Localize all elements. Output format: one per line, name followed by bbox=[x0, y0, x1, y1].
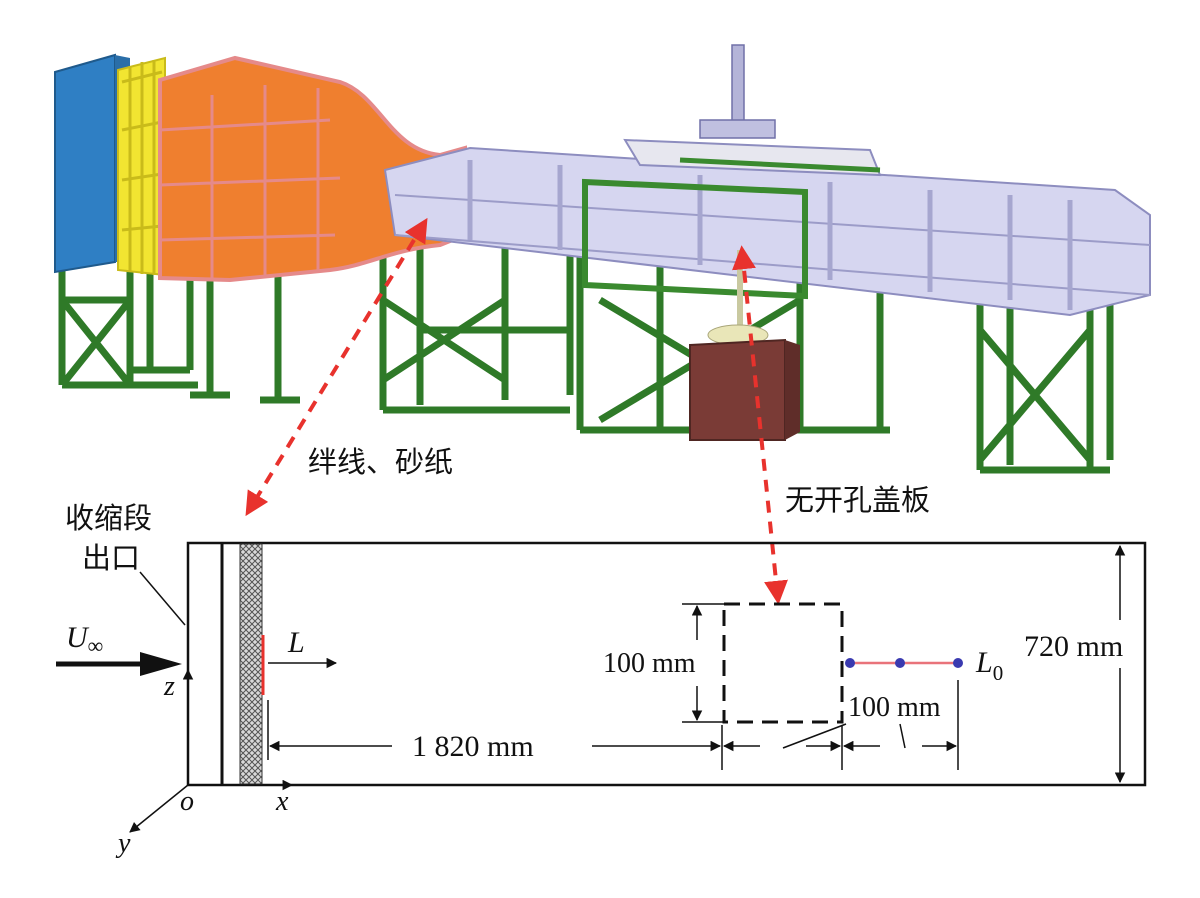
distance-dimension bbox=[267, 680, 959, 770]
sandpaper-strip bbox=[239, 543, 263, 785]
dim-plate-width: 100 mm bbox=[848, 692, 941, 723]
axis-z-label: z bbox=[163, 671, 175, 702]
contraction-exit-leader bbox=[139, 571, 186, 626]
plate-height-dimension bbox=[682, 603, 724, 723]
label-contraction-exit-line2: 出口 bbox=[82, 541, 140, 575]
dim-plate-height: 100 mm bbox=[603, 648, 696, 679]
axis-x-label: x bbox=[275, 786, 289, 817]
leader-arrow-tripwire bbox=[245, 217, 428, 517]
leader-arrow-cover-plate bbox=[732, 245, 788, 605]
inlet-plate bbox=[54, 53, 116, 274]
coordinate-axes bbox=[129, 668, 294, 833]
honeycomb-section bbox=[117, 56, 166, 277]
label-tripwire-sandpaper: 绊线、砂纸 bbox=[308, 445, 453, 479]
test-section bbox=[383, 44, 1151, 346]
balance-box bbox=[689, 338, 800, 441]
probe-point-1 bbox=[845, 658, 855, 668]
freestream-U: U∞ bbox=[66, 621, 103, 658]
test-section-outline bbox=[186, 541, 1147, 787]
dim-distance: 1 820 mm bbox=[412, 730, 534, 763]
dim-label-bg bbox=[1022, 620, 1140, 666]
length-symbol: L bbox=[287, 626, 305, 659]
axis-y-label: y bbox=[115, 828, 131, 859]
probe-point-2 bbox=[895, 658, 905, 668]
freestream-arrowhead bbox=[140, 652, 182, 676]
cover-plate-outline bbox=[722, 602, 844, 724]
label-cover-plate: 无开孔盖板 bbox=[785, 483, 930, 517]
origin-label: o bbox=[180, 786, 194, 817]
probe-point-3 bbox=[953, 658, 963, 668]
probe-line-symbol: L0 bbox=[975, 646, 1003, 685]
probe-line-subscript: 0 bbox=[993, 661, 1004, 685]
dim-section-width: 720 mm bbox=[1024, 630, 1123, 663]
wind-tunnel-3d-model: 绊线、砂纸 无开孔盖板 bbox=[54, 44, 1151, 605]
label-contraction-exit-line1: 收缩段 bbox=[65, 501, 152, 535]
plan-view: 收缩段 出口 L U∞ z x y o bbox=[56, 501, 1147, 859]
freestream-subscript: ∞ bbox=[88, 633, 104, 658]
